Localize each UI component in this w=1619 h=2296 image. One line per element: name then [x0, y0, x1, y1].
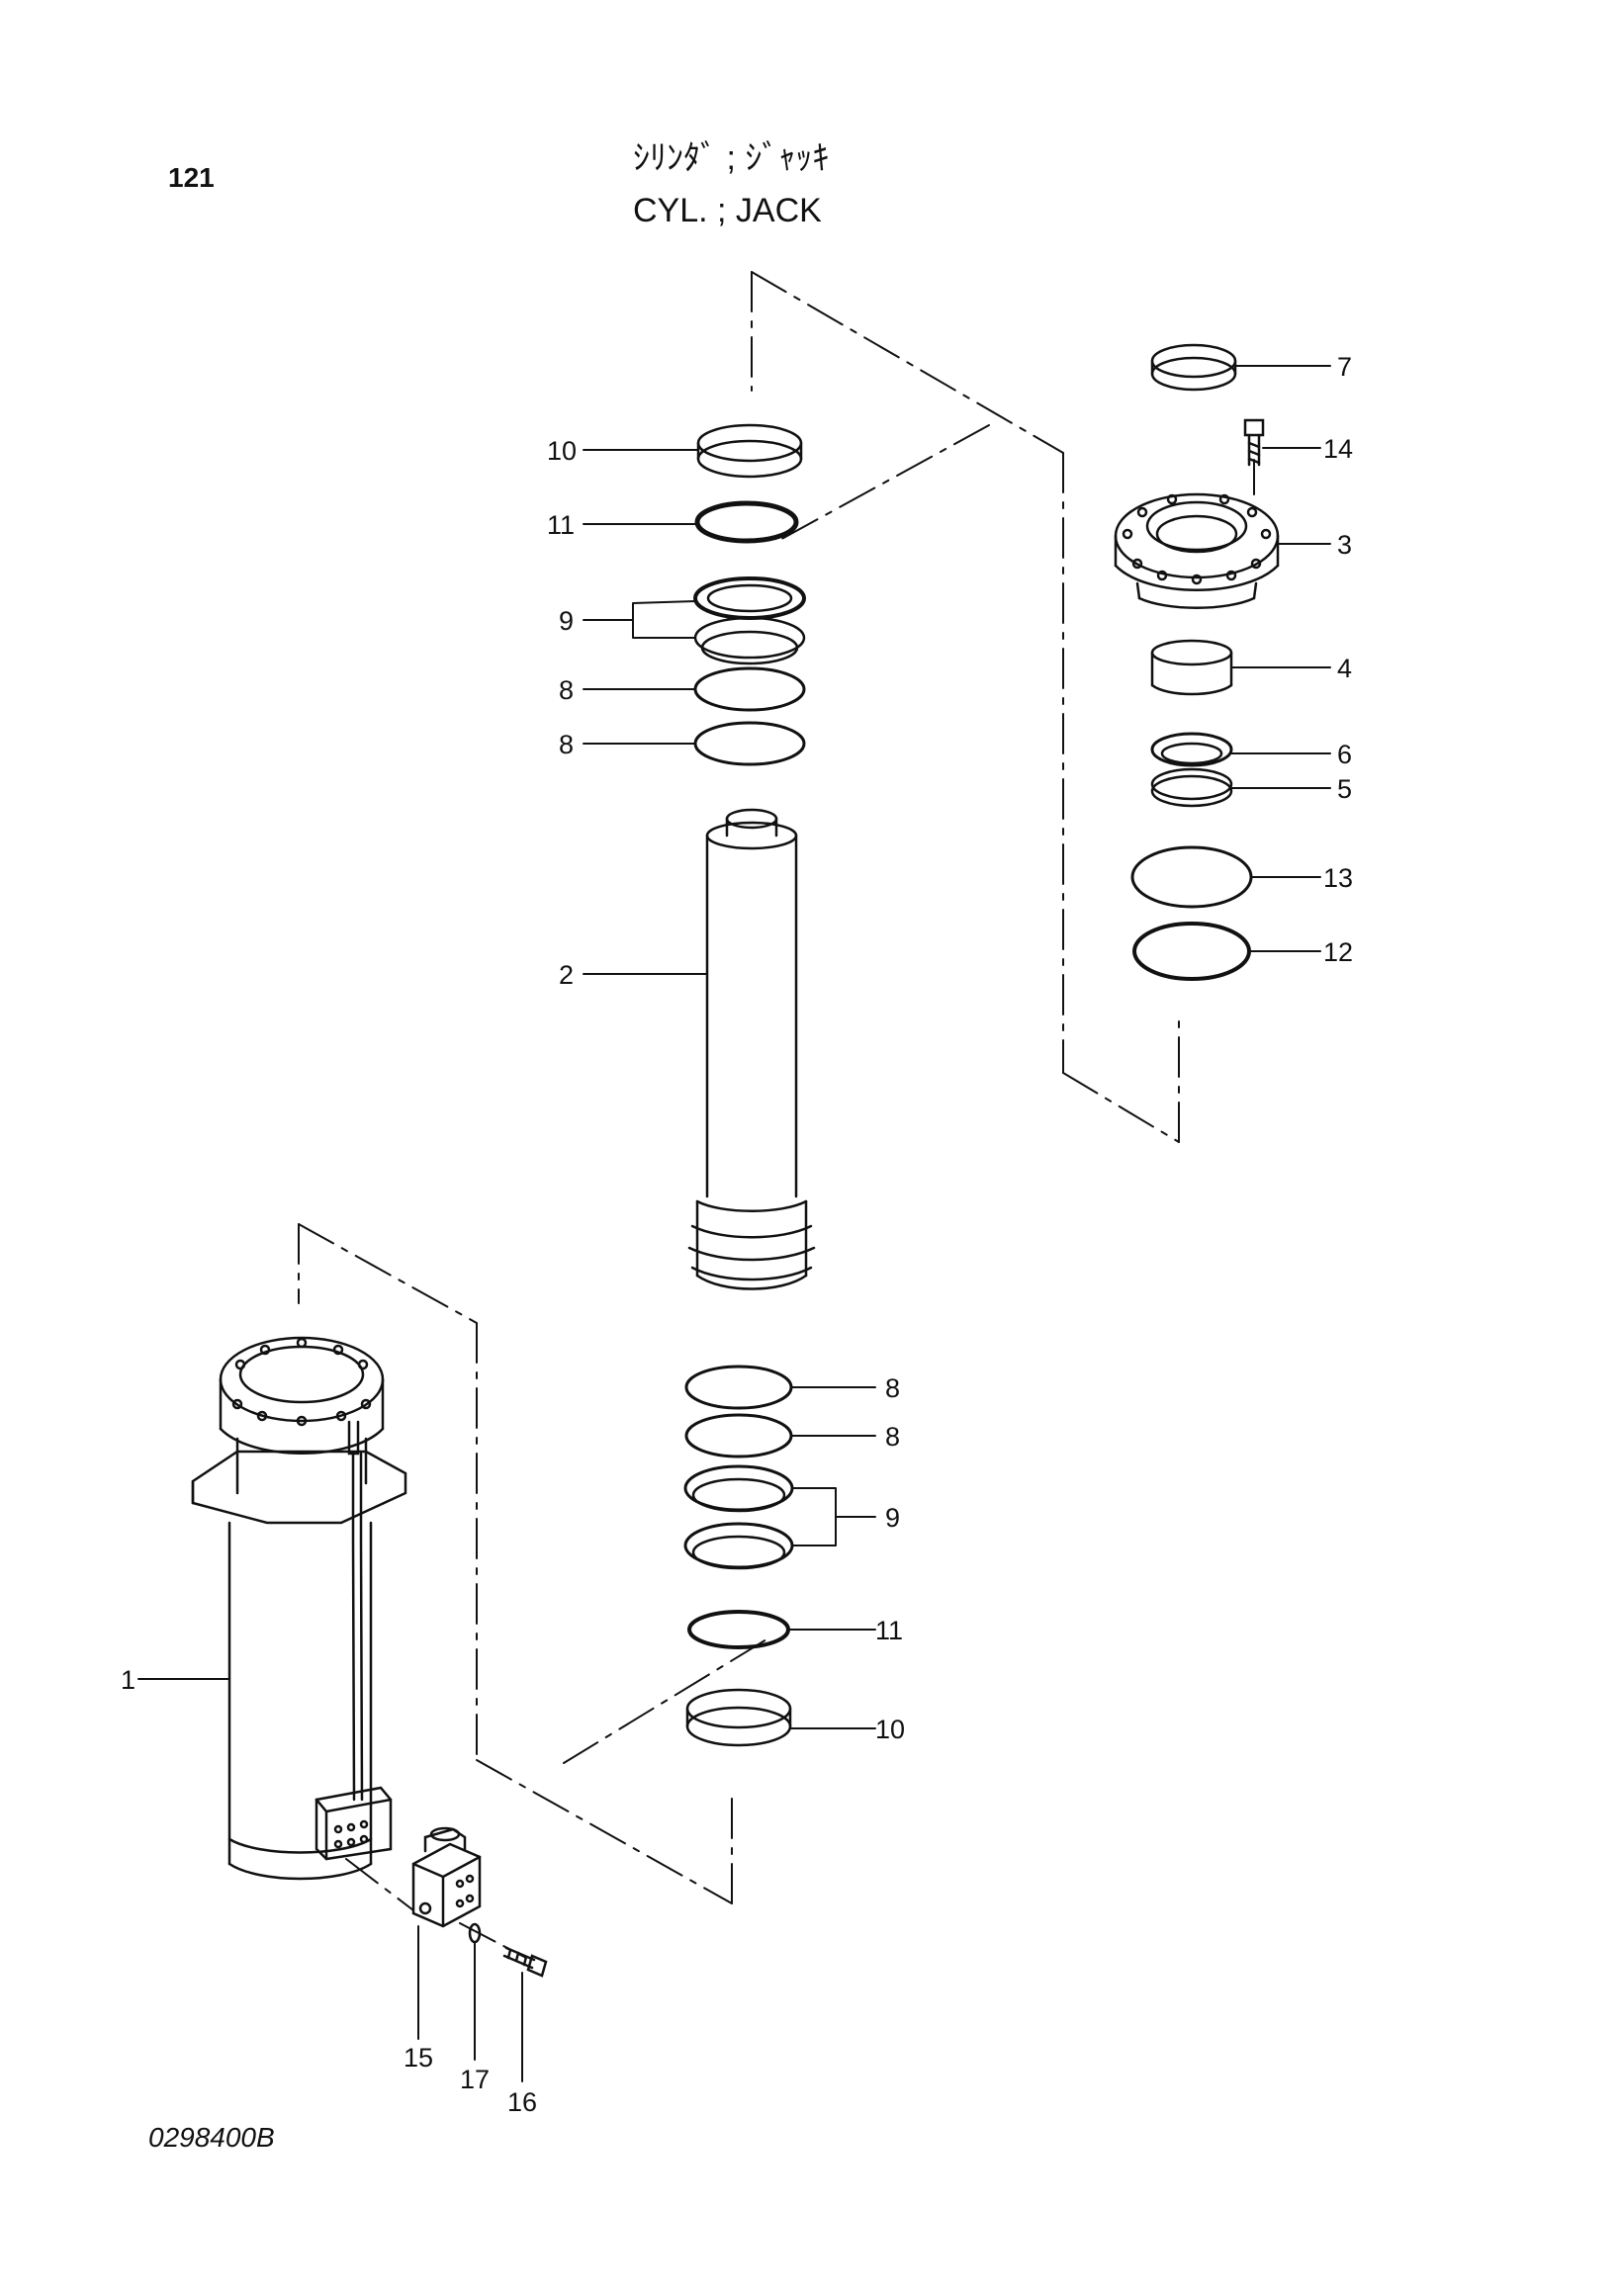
seal-6 — [1150, 732, 1233, 767]
callout-1: 1 — [121, 1665, 135, 1695]
callout-8: 8 — [559, 675, 574, 705]
piston-rod-2 — [687, 808, 816, 1290]
o-ring-8-lower-a — [684, 1365, 793, 1410]
callout-7: 7 — [1337, 352, 1352, 382]
page-number: 121 — [168, 162, 215, 193]
callout-9: 9 — [885, 1503, 900, 1533]
callout-5: 5 — [1337, 774, 1352, 804]
callout-2: 2 — [559, 960, 574, 990]
callout-15: 15 — [404, 2043, 433, 2073]
callout-10: 10 — [875, 1715, 905, 1744]
bolt-16 — [502, 1946, 548, 1978]
cylinder-tube-1 — [191, 1336, 407, 1881]
o-ring-12 — [1132, 922, 1251, 981]
callout-17: 17 — [460, 2065, 490, 2094]
callout-13: 13 — [1323, 863, 1353, 893]
callout-8: 8 — [885, 1422, 900, 1452]
leader-lines — [137, 365, 1331, 2082]
callout-12: 12 — [1323, 937, 1353, 967]
ring-10-lower — [685, 1688, 792, 1747]
ring-10-upper — [696, 423, 803, 479]
center-lines — [298, 271, 1255, 1959]
callout-numbers: 10 11 9 8 8 2 7 14 3 4 6 5 13 12 8 8 9 1… — [121, 352, 1353, 2117]
packing-9-lower — [683, 1464, 794, 1570]
callout-3: 3 — [1337, 530, 1352, 560]
packing-9-upper — [693, 576, 806, 665]
callout-10: 10 — [547, 436, 577, 466]
valve-block-15 — [411, 1826, 482, 1928]
callout-8: 8 — [885, 1373, 900, 1403]
title-english: CYL. ; JACK — [633, 192, 822, 229]
snap-ring-11-lower — [687, 1610, 790, 1649]
callout-16: 16 — [507, 2087, 537, 2117]
title-japanese: ｼﾘﾝﾀﾞ ; ｼﾞｬｯｷ — [633, 139, 830, 177]
bushing-4 — [1150, 639, 1233, 696]
bolt-14 — [1243, 418, 1265, 467]
seal-5 — [1150, 767, 1233, 808]
callout-4: 4 — [1337, 654, 1352, 683]
o-ring-13 — [1130, 845, 1253, 909]
o-ring-8-upper-b — [693, 721, 806, 766]
o-ring-8-lower-b — [684, 1413, 793, 1458]
o-ring-8-upper-a — [693, 666, 806, 712]
callout-6: 6 — [1337, 740, 1352, 769]
drawing-number: 0298400B — [148, 2122, 275, 2153]
ring-7 — [1150, 343, 1237, 392]
callout-8: 8 — [559, 730, 574, 759]
gland-flange-3 — [1114, 492, 1280, 609]
callout-11: 11 — [547, 510, 575, 540]
callout-11: 11 — [875, 1616, 903, 1645]
callout-9: 9 — [559, 606, 574, 636]
callout-14: 14 — [1323, 434, 1353, 464]
snap-ring-11-upper — [694, 500, 799, 544]
